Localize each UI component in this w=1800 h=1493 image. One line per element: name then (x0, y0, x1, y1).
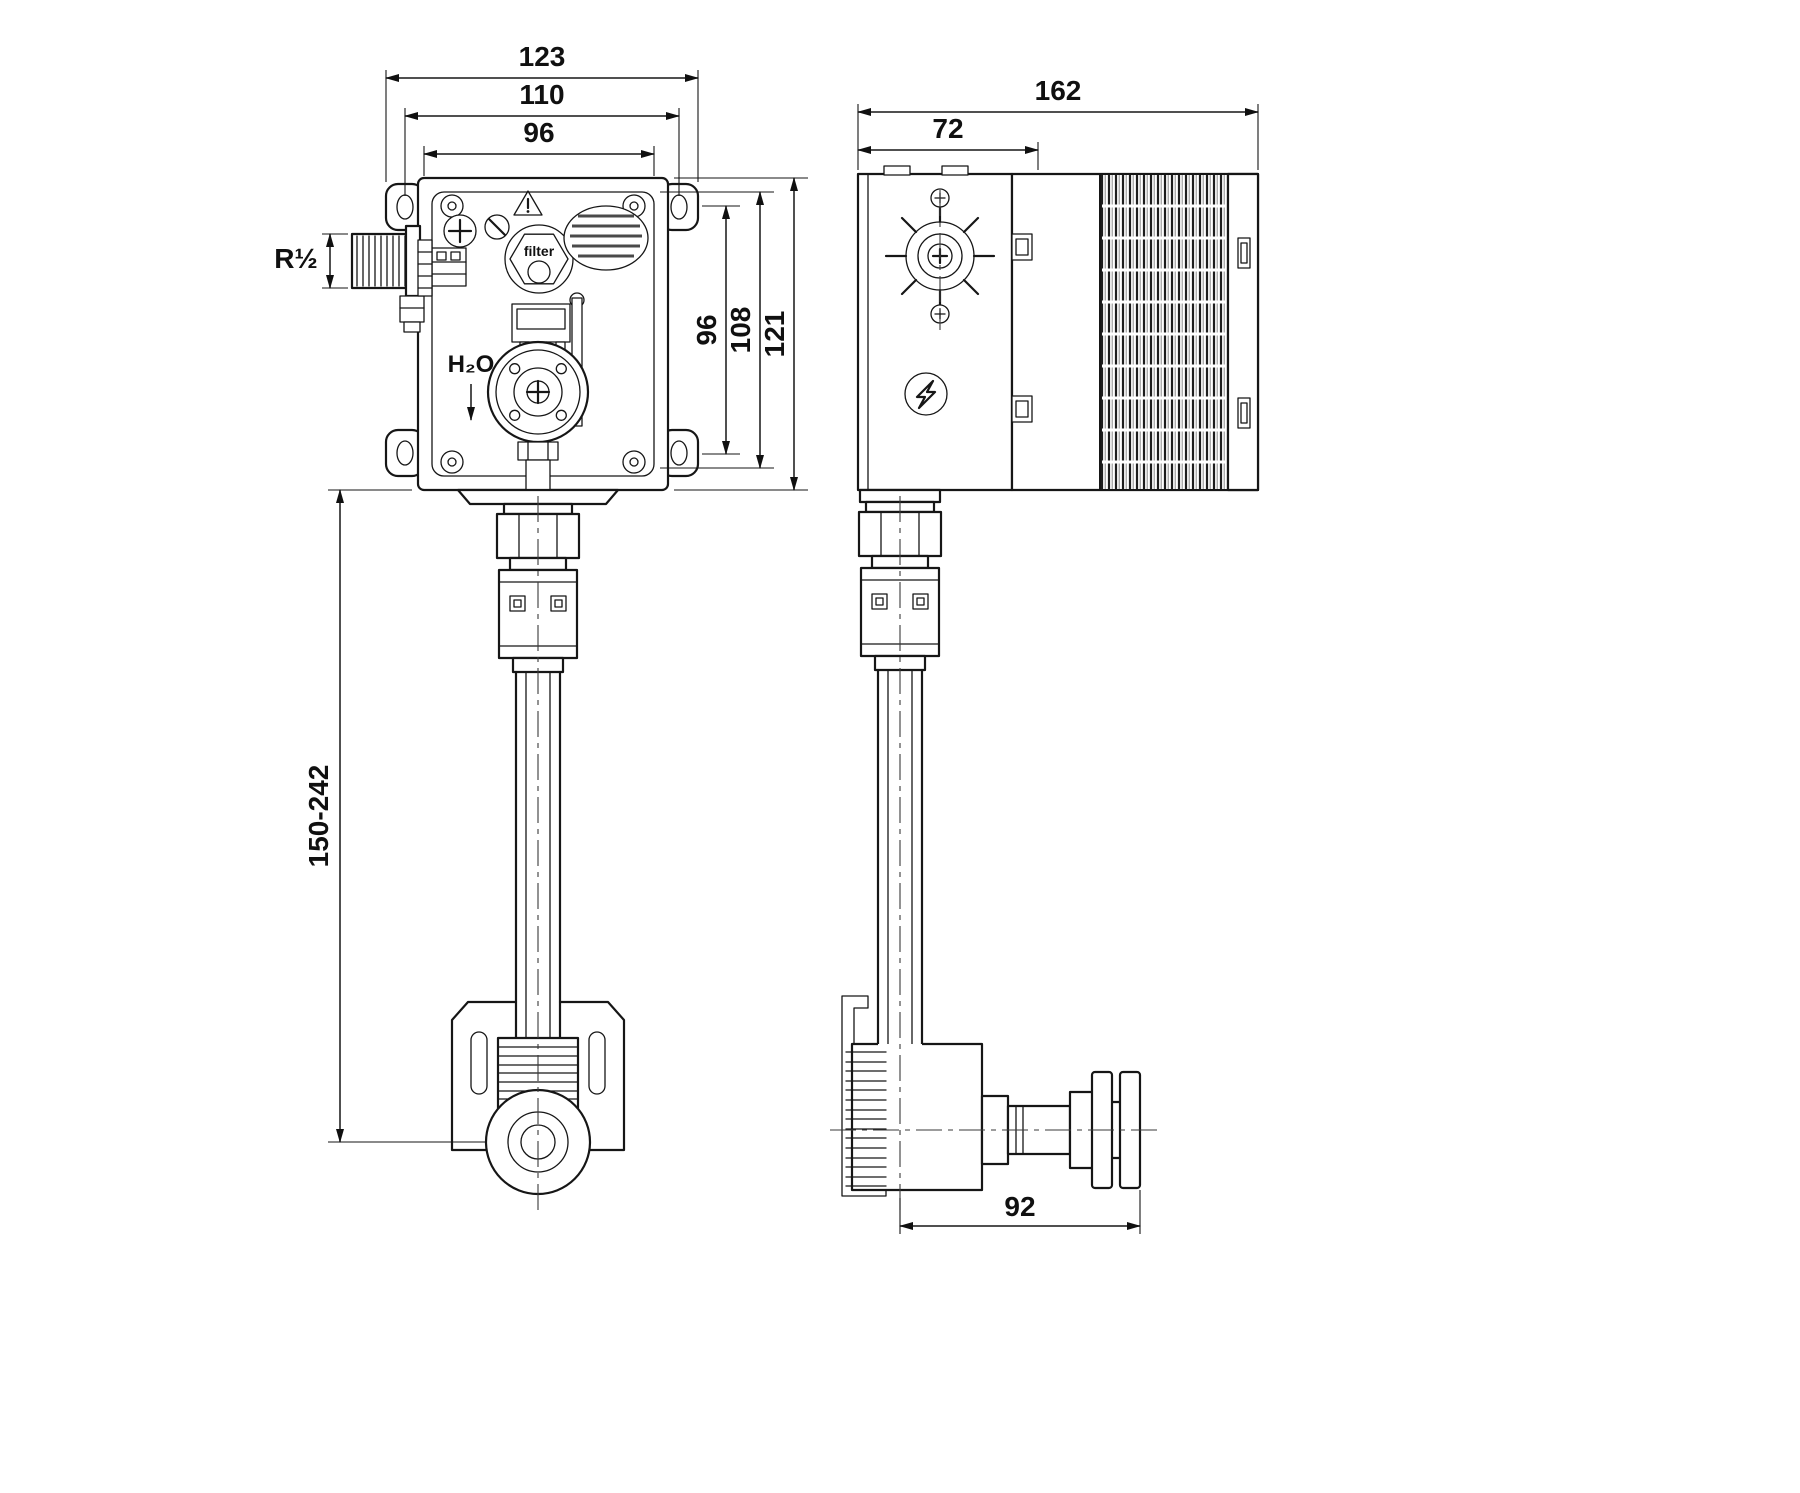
dim-front-width-inner-label: 96 (523, 117, 554, 148)
side-view (841, 165, 1260, 1197)
filter-cap: filter (504, 224, 574, 294)
terminal-block (417, 239, 467, 297)
inlet-thread-stub (350, 224, 425, 333)
dim-front-height-overall-label: 121 (759, 311, 790, 358)
model-label-sticker (563, 205, 649, 271)
dim-spout-projection-label: 92 (1004, 1191, 1035, 1222)
corner-screws (440, 194, 646, 474)
coil-end-cap (1226, 172, 1260, 492)
valve-cap (486, 340, 590, 491)
elbow-body (845, 1042, 984, 1192)
water-flow-indicator: H₂O (448, 351, 495, 421)
dim-front-width-overall-label: 123 (519, 41, 566, 72)
wall-bracket (450, 1000, 626, 1152)
front-view: filter H₂O (350, 176, 700, 1196)
dim-front-width-holes-label: 110 (519, 79, 564, 110)
dim-front-height-holes-label: 108 (725, 307, 756, 354)
dim-side-width-front-label: 72 (932, 113, 963, 144)
housing-clips (1011, 233, 1033, 423)
coil-ribs (1099, 173, 1229, 491)
dim-inlet-thread-label: R½ (274, 243, 318, 274)
warning-triangle-icon (513, 190, 543, 216)
dim-side-width-overall-label: 162 (1035, 75, 1082, 106)
dimensions-front: 123 110 96 R½ 96 108 121 150-242 (274, 41, 808, 1143)
water-label: H₂O (448, 351, 495, 378)
dimensions-side: 162 72 92 (857, 75, 1259, 1234)
lightning-bolt-icon (904, 372, 948, 416)
side-front-plate (856, 172, 1014, 492)
dim-front-height-inner-label: 96 (691, 314, 722, 345)
centerlines (537, 190, 1162, 1214)
adjusting-screws (443, 214, 510, 248)
dim-install-height-label: 150-242 (303, 765, 334, 868)
filter-label: filter (524, 243, 555, 259)
